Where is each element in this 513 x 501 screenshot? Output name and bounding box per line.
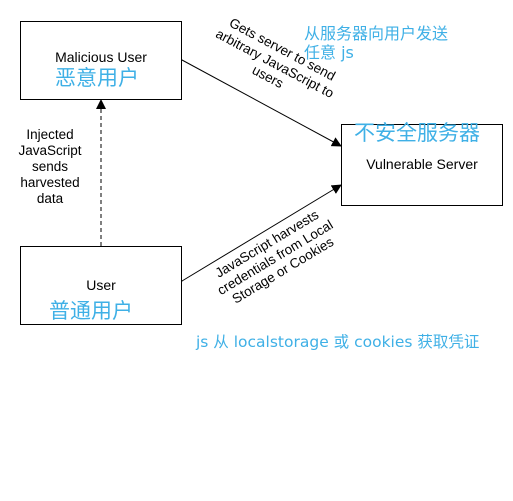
- annotation-server-to-user-line1: 从服务器向用户发送: [304, 24, 449, 43]
- edge-user-attacker-label-line: data: [36, 191, 64, 206]
- node-malicious-user-label: Malicious User: [55, 49, 147, 65]
- edge-attacker-server-arrow: [171, 51, 342, 147]
- node-user-subtitle: 普通用户: [49, 299, 133, 323]
- edge-user-attacker-label-line: Injected: [26, 127, 74, 142]
- node-user: User 普通用户: [20, 246, 182, 325]
- node-vulnerable-server-label: Vulnerable Server: [366, 156, 478, 172]
- edge-user-server-arrow: [171, 184, 342, 290]
- annotation-server-to-user-line2: 任意 js: [304, 43, 354, 62]
- node-user-label: User: [86, 277, 116, 293]
- node-vulnerable-server-subtitle: 不安全服务器: [354, 121, 480, 145]
- node-vulnerable-server: Vulnerable Server: [341, 124, 503, 206]
- annotation-harvest: js 从 localstorage 或 cookies 获取凭证: [196, 333, 480, 351]
- node-malicious-user: Malicious User 恶意用户: [20, 21, 182, 100]
- edge-user-attacker-label-line: JavaScript: [18, 143, 82, 158]
- edge-user-attacker-label-line: sends: [31, 159, 69, 174]
- edge-user-attacker-label: Injected JavaScript sends harvested data: [0, 127, 100, 207]
- node-malicious-user-subtitle: 恶意用户: [55, 66, 139, 90]
- edge-user-attacker-label-line: harvested: [20, 175, 80, 190]
